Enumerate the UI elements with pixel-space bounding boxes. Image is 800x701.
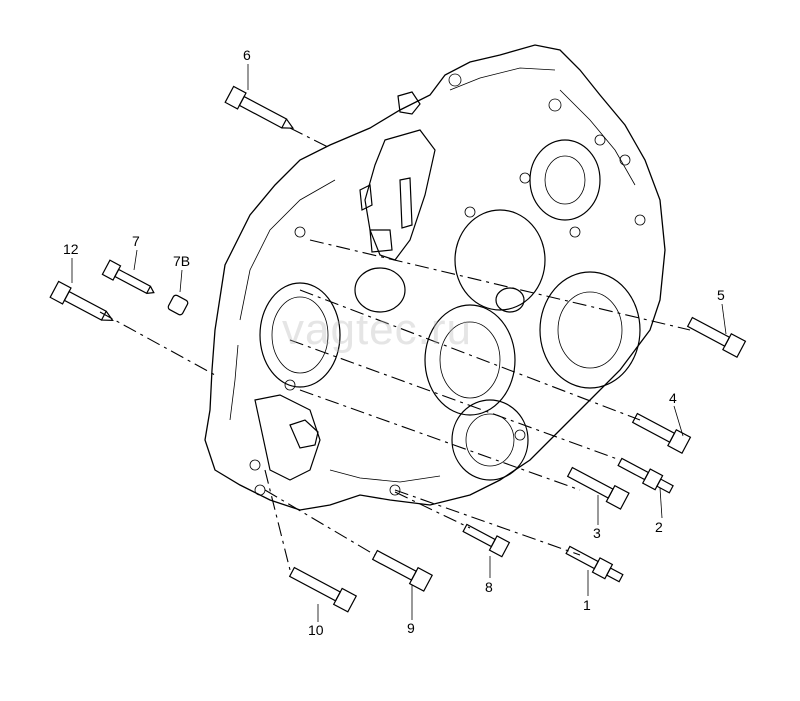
callout-6: 6 — [243, 47, 251, 63]
bolt-10 — [288, 566, 358, 613]
callout-7b: 7B — [173, 253, 191, 269]
gearbox-housing — [204, 44, 666, 511]
callout-12: 12 — [63, 241, 79, 257]
callout-8: 8 — [485, 579, 493, 595]
callout-5: 5 — [717, 287, 725, 303]
callout-1: 1 — [583, 597, 591, 613]
bolt-6 — [224, 85, 295, 129]
bolt-12 — [49, 280, 114, 321]
leader-lines — [71, 64, 727, 622]
bolt-1 — [565, 545, 624, 583]
bolt-axis-lines — [99, 127, 691, 571]
bolt-3 — [566, 466, 630, 510]
bolt-2 — [617, 457, 674, 494]
callout-9: 9 — [407, 620, 415, 636]
bolt-7 — [101, 259, 155, 295]
callout-7: 7 — [132, 233, 140, 249]
callout-3: 3 — [593, 525, 601, 541]
callout-4: 4 — [669, 390, 677, 406]
watermark-text: vagtec.ru — [282, 305, 472, 354]
bolt-4 — [631, 412, 692, 454]
bolt-9 — [371, 549, 434, 592]
callout-10: 10 — [308, 622, 324, 638]
bolt-8 — [462, 523, 511, 558]
sleeve-7b — [167, 294, 189, 316]
callout-2: 2 — [655, 519, 663, 535]
bolt-5 — [686, 316, 747, 358]
